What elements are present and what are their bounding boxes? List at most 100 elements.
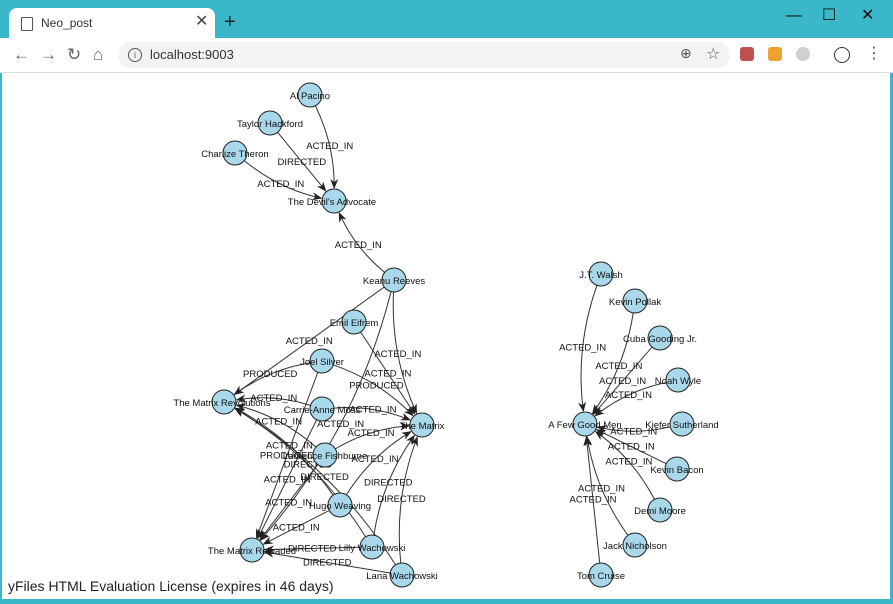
graph-edge[interactable] [578, 285, 598, 413]
node-label: The Matrix [400, 421, 445, 432]
close-window-button[interactable]: ✕ [861, 7, 875, 24]
graph-edge[interactable] [243, 160, 323, 201]
graph-node[interactable] [664, 456, 690, 482]
circle-extension-icon[interactable] [796, 47, 810, 61]
graph-node[interactable] [239, 537, 265, 563]
graph-edge[interactable] [594, 381, 667, 417]
graph-edge[interactable] [596, 425, 671, 434]
graph-node[interactable] [312, 442, 338, 468]
graph-node[interactable] [647, 497, 673, 523]
maximize-button[interactable]: ☐ [822, 7, 837, 24]
node-label: Kevin Bacon [650, 465, 703, 476]
graph-edge[interactable] [314, 105, 339, 190]
graph-node[interactable] [588, 261, 614, 287]
edge-label: DIRECTED [377, 494, 426, 505]
graph-edge[interactable] [392, 291, 418, 415]
graph-edge[interactable] [335, 422, 411, 450]
more-menu-icon[interactable]: ⋮ [866, 45, 882, 62]
graph-node[interactable] [341, 309, 367, 335]
graph-edge[interactable] [257, 419, 318, 540]
graph-node[interactable] [669, 411, 695, 437]
tab-close-icon[interactable]: ✕ [195, 13, 209, 30]
edge-label: ACTED_IN [273, 522, 320, 533]
graph-edge[interactable] [233, 286, 385, 396]
graph-edge[interactable] [338, 211, 386, 273]
edge-label: ACTED_IN [257, 179, 304, 190]
graph-node[interactable] [327, 492, 353, 518]
home-icon[interactable]: ⌂ [93, 45, 104, 64]
node-label: Laurence Fishburne [283, 451, 368, 462]
graph-edge[interactable] [233, 362, 311, 395]
graph-edge[interactable] [398, 436, 418, 564]
graph-node[interactable] [222, 140, 248, 166]
graph-edge[interactable] [262, 510, 330, 545]
graph-svg[interactable]: ACTED_IN DIRECTED ACTED_IN ACTED_IN ACTED_IN… [2, 73, 890, 599]
graph-edge[interactable] [360, 331, 416, 415]
edge-label: DIRECTED [284, 460, 333, 471]
browser-tab[interactable]: Neo_post ✕ [9, 8, 215, 38]
graph-node[interactable] [572, 411, 598, 437]
minimize-button[interactable]: — [786, 7, 802, 24]
graph-edge[interactable] [263, 549, 391, 574]
graph-node[interactable] [309, 348, 335, 374]
graph-edge[interactable] [333, 407, 411, 421]
node-label: Jack Nicholson [603, 541, 667, 552]
graph-node[interactable] [211, 389, 237, 415]
node-label: Demi Moore [634, 506, 686, 517]
graph-node[interactable] [309, 396, 335, 422]
graph-node[interactable] [588, 562, 614, 588]
edge-label: DIRECTED [288, 543, 337, 554]
graph-edge[interactable] [277, 131, 327, 192]
pdf-extension-icon[interactable] [740, 47, 754, 61]
info-icon[interactable]: i [128, 48, 142, 62]
graph-edge[interactable] [333, 364, 414, 417]
graph-edge[interactable] [255, 372, 319, 539]
node-label: Kevin Pollak [609, 297, 662, 308]
graph-node[interactable] [359, 534, 385, 560]
document-icon [21, 17, 33, 31]
graph-node[interactable] [257, 110, 283, 136]
edge-label: DIRECTED [278, 157, 327, 168]
graph-edge[interactable] [259, 464, 319, 541]
graph-node[interactable] [381, 267, 407, 293]
edge-label: ACTED_IN [317, 419, 364, 430]
browser-toolbar: ← → ↻ ⌂ i localhost:9003 ⊕ ☆ [0, 38, 893, 73]
graph-edge[interactable] [584, 435, 629, 536]
graph-node[interactable] [622, 532, 648, 558]
graph-edge[interactable] [591, 312, 634, 415]
graph-node[interactable] [622, 288, 648, 314]
graph-node[interactable] [321, 188, 347, 214]
edge-label: ACTED_IN [266, 441, 313, 452]
graph-node[interactable] [389, 562, 415, 588]
node-label: Charlize Theron [201, 149, 268, 160]
bookmark-star-icon[interactable]: ☆ [706, 46, 721, 63]
graph-edge[interactable] [345, 431, 412, 496]
reload-icon[interactable]: ↻ [67, 45, 82, 64]
extension-icon[interactable] [768, 47, 782, 61]
back-arrow-icon[interactable]: ← [13, 45, 30, 64]
node-label: Carrie-Anne Moss [284, 405, 361, 416]
edge-label: ACTED_IN [374, 349, 421, 360]
graph-edge[interactable] [583, 435, 601, 564]
edge-label: ACTED_IN [595, 361, 642, 372]
graph-node[interactable] [665, 367, 691, 393]
graph-edge[interactable] [594, 430, 655, 500]
graph-edge[interactable] [259, 291, 392, 541]
edge-label: DIRECTED [303, 558, 352, 569]
graph-node[interactable] [297, 82, 323, 108]
graph-node[interactable] [409, 412, 435, 438]
graph-edge[interactable] [235, 394, 311, 406]
node-label: Keanu Reeves [363, 276, 426, 287]
graph-edge[interactable] [263, 545, 361, 554]
node-label: The Matrix Revolutions [173, 398, 270, 409]
title-bar: Neo_post ✕ + — ☐ ✕ [0, 0, 893, 38]
address-bar[interactable]: i localhost:9003 ⊕ ☆ [118, 42, 730, 68]
edge-label: ACTED_IN [605, 457, 652, 468]
graph-edge[interactable] [373, 434, 415, 536]
new-tab-button[interactable]: + [224, 11, 236, 33]
profile-avatar-icon[interactable] [834, 47, 850, 63]
zoom-icon[interactable]: ⊕ [680, 45, 692, 61]
forward-arrow-icon[interactable]: → [40, 45, 57, 64]
graph-edge[interactable] [235, 403, 317, 448]
graph-node[interactable] [647, 325, 673, 351]
